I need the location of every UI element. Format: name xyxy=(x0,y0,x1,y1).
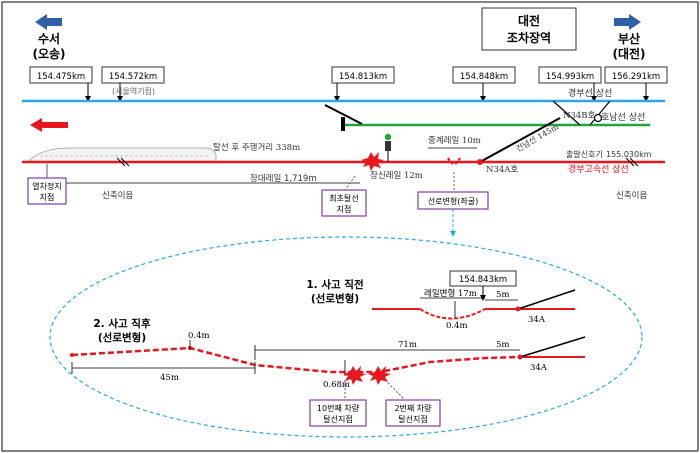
long-rail-label: 장대레일 1,719m xyxy=(250,173,317,184)
before-34a: 34A xyxy=(528,315,546,325)
n34a-label: N34A호 xyxy=(486,165,518,175)
svg-text:154.813km: 154.813km xyxy=(339,72,387,82)
car2-pointer xyxy=(384,379,406,401)
car2-box xyxy=(385,399,441,427)
track-deform-label: 선로변형(좌굴) xyxy=(428,196,478,206)
connector-line xyxy=(552,100,581,126)
yard-title-box xyxy=(481,7,577,51)
gyeongbu-up-label: 경부선 상선 xyxy=(568,87,612,99)
buffer-rail-label: 중계레일 10m xyxy=(428,135,481,146)
train-icon xyxy=(27,147,217,163)
yard-title-2: 조차장역 xyxy=(507,30,551,45)
before-turnout xyxy=(517,289,576,310)
first-derail-burst-icon xyxy=(361,152,384,171)
first-derail-line1: 최초탈선 xyxy=(329,193,358,203)
car10-line2: 탈선지점 xyxy=(323,414,352,424)
after-title-1: 2. 사고 직후 xyxy=(93,317,151,330)
km-post-6: 156.291km xyxy=(604,66,668,102)
after-5m: 5m xyxy=(496,340,509,350)
ktx-up-label: 경부고속선 상선 xyxy=(568,163,629,175)
svg-text:154.475km: 154.475km xyxy=(37,72,85,82)
car2-line2: 탈선지점 xyxy=(398,414,427,424)
before-34a-point xyxy=(515,306,521,312)
derail-burst-car2-icon xyxy=(368,366,391,385)
svg-text:156.291km: 156.291km xyxy=(612,72,660,82)
derail-run-label: 탈선 후 주행거리 338m xyxy=(213,142,300,153)
before-deform-label: 레일변형 17m xyxy=(424,288,477,299)
after-04m: 0.4m xyxy=(188,331,210,341)
n34a-point xyxy=(477,159,483,165)
n34b-label: N34B호 xyxy=(563,111,595,121)
turnout-line xyxy=(324,104,363,125)
stop-point-box xyxy=(27,177,67,205)
left-station-sub: (오송) xyxy=(32,47,65,61)
after-title-2: (선로변형) xyxy=(98,331,146,344)
first-derail-pointer xyxy=(344,175,356,191)
after-34a: 34A xyxy=(530,363,548,373)
car2-line1: 2번째 차량 xyxy=(394,403,432,413)
before-title-1: 1. 사고 직전 xyxy=(306,278,363,291)
expansion-joint-left-label: 신축이음 xyxy=(102,190,133,201)
connector-line-2 xyxy=(589,100,611,126)
after-start-point xyxy=(70,353,74,357)
km-post-5: 154.993km xyxy=(538,66,602,102)
seoul-origin-label: (서울역기점) xyxy=(112,86,155,96)
signal-label: 출발신호기 xyxy=(566,149,603,159)
before-04m: 0.4m xyxy=(446,321,468,331)
right-direction-arrow-icon xyxy=(614,14,641,30)
stop-point-line1: 열차정지 xyxy=(32,181,61,191)
buffer-stop xyxy=(341,117,345,131)
right-station-name: 부산 xyxy=(618,31,640,46)
joint-tick-right-2 xyxy=(629,157,639,167)
derail-burst-car10-icon xyxy=(343,366,366,385)
km-post-1: 154.475km xyxy=(29,66,93,102)
joint-tick-right xyxy=(625,157,635,167)
expansion-joint-right-label: 신축이음 xyxy=(616,190,647,201)
svg-text:154.848km: 154.848km xyxy=(460,72,508,82)
joint-tick-left xyxy=(116,157,126,167)
km-post-3: 154.813km xyxy=(331,66,395,102)
car10-box xyxy=(309,399,367,427)
honam-up-label: 호남선 상선 xyxy=(601,112,645,123)
n34b-point xyxy=(593,113,603,123)
right-station-sub: (대전) xyxy=(612,46,645,61)
km-post-4: 154.848km xyxy=(452,66,516,102)
stop-point-line2: 지점 xyxy=(40,192,55,202)
after-34a-point xyxy=(517,354,523,360)
direction-red-arrow-icon xyxy=(30,118,68,132)
after-068m: 0.68m xyxy=(323,380,350,390)
after-71m: 71m xyxy=(398,340,417,350)
first-derail-line2: 지점 xyxy=(337,204,352,214)
yard-title-1: 대전 xyxy=(518,13,540,28)
before-rail-deform xyxy=(419,308,486,320)
car10-line1: 10번째 차량 xyxy=(317,403,360,413)
detail-ellipse xyxy=(49,236,643,438)
km-post-2: 154.572km xyxy=(101,66,165,102)
before-title-2: (선로변형) xyxy=(311,292,359,305)
joint-tick-left-2 xyxy=(120,157,130,167)
first-derail-box xyxy=(321,189,367,217)
svg-text:154.572km: 154.572km xyxy=(109,72,157,82)
signal-km-label: 155.030km xyxy=(606,150,652,159)
expansion-rail-label: 장신레일 12m xyxy=(370,170,423,181)
after-turnout xyxy=(519,336,586,358)
crossover-line xyxy=(479,117,561,163)
buckling-mark xyxy=(447,157,461,165)
left-station-name: 수서 xyxy=(38,31,60,46)
svg-text:154.993km: 154.993km xyxy=(546,72,594,82)
after-45m: 45m xyxy=(160,373,179,383)
after-deformed-rail xyxy=(71,346,521,374)
signal-icon xyxy=(384,133,392,162)
before-5m: 5m xyxy=(496,290,509,300)
left-direction-arrow-icon xyxy=(35,14,62,30)
before-km: 154.843km xyxy=(459,275,507,285)
